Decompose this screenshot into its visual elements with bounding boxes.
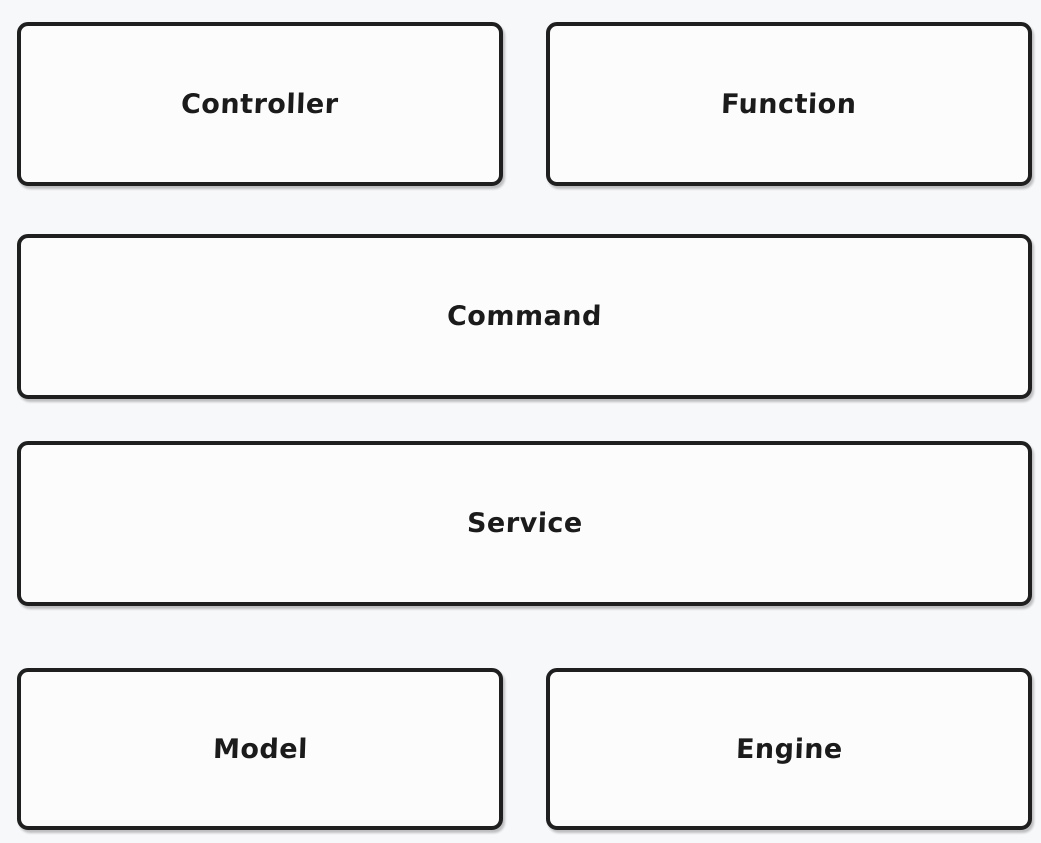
node-function: Function	[546, 22, 1032, 186]
node-command-label: Command	[446, 301, 603, 332]
node-service: Service	[17, 441, 1032, 606]
node-function-label: Function	[720, 88, 858, 120]
node-model: Model	[17, 668, 503, 830]
node-controller-label: Controller	[180, 88, 340, 120]
node-command: Command	[17, 234, 1032, 399]
node-controller: Controller	[17, 22, 503, 186]
node-engine-label: Engine	[735, 733, 843, 765]
node-engine: Engine	[546, 668, 1032, 830]
node-service-label: Service	[466, 508, 583, 539]
node-model-label: Model	[212, 733, 308, 765]
